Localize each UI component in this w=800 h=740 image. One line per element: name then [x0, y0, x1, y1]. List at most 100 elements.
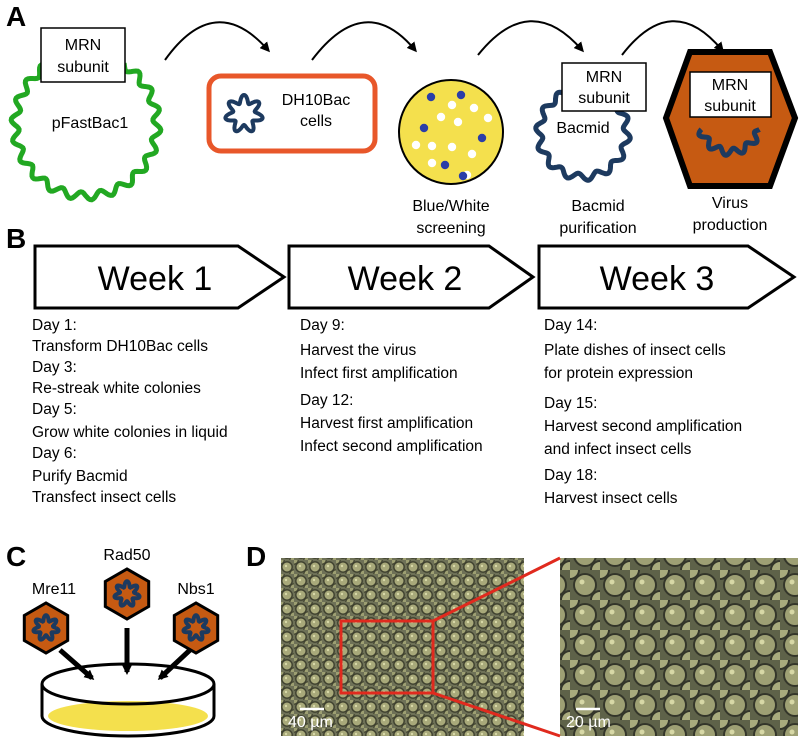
week-2-line: Day 12:	[300, 392, 353, 409]
petri-dish-rim	[40, 662, 216, 706]
cells-label-line1: DH10Bac	[282, 92, 350, 109]
panel-letter-d: D	[246, 541, 266, 572]
panel-letter-b: B	[6, 223, 26, 254]
week-3-line: Day 14:	[544, 317, 597, 334]
blue-colony	[440, 160, 450, 170]
week-2-title: Week 2	[348, 260, 463, 298]
plasmid-insert-line2: subunit	[57, 59, 109, 76]
petri-dish-medium	[48, 701, 208, 731]
week-1-arrow	[33, 244, 287, 310]
mrn-virus-icons	[22, 567, 220, 655]
week-3-line: for protein expression	[544, 365, 693, 382]
week-3-line: Harvest second amplification	[544, 418, 742, 435]
white-colony	[447, 142, 457, 152]
plasmid-insert-line1: MRN	[65, 37, 101, 54]
pfastbac1-plasmid	[8, 61, 164, 203]
virus-insert-line2: subunit	[704, 98, 756, 115]
week-2-line: Day 9:	[300, 317, 345, 334]
zoom-region-box	[339, 619, 435, 695]
week-2-line: Harvest the virus	[300, 342, 417, 359]
zoom-line-top	[432, 556, 561, 623]
virus-insert-line1: MRN	[712, 77, 748, 94]
scale-label-left: 40 µm	[288, 714, 333, 731]
virus-label-nbs1: Nbs1	[177, 581, 214, 598]
arrow-1	[164, 21, 270, 61]
bacmid-name: Bacmid	[556, 120, 609, 137]
white-colony	[411, 140, 421, 150]
week-3-line: Plate dishes of insect cells	[544, 342, 726, 359]
week-1-line: Purify Bacmid	[32, 468, 128, 485]
week-2-line: Harvest first amplification	[300, 415, 473, 432]
virus-caption-line1: Virus	[712, 195, 748, 212]
bacmid-insert-box	[561, 62, 647, 112]
bacmid-insert-line1: MRN	[586, 69, 622, 86]
virus-dna	[696, 127, 761, 158]
blue-colony	[456, 90, 466, 100]
virus-label-rad50: Rad50	[103, 547, 150, 564]
blue-colony	[458, 171, 468, 181]
virus-core-icon	[181, 613, 211, 642]
screening-line2: screening	[416, 220, 485, 237]
week-1-line: Day 6:	[32, 445, 77, 462]
week-1-line: Transfect insect cells	[32, 489, 176, 506]
white-colony	[453, 117, 463, 127]
virus-core-icon	[31, 613, 61, 642]
week-1-line: Day 3:	[32, 359, 77, 376]
week-3-arrow	[537, 244, 797, 310]
week-2-line: Infect first amplification	[300, 365, 458, 382]
panel-letter-c: C	[6, 541, 26, 572]
scale-label-right: 20 µm	[566, 714, 611, 731]
plasmid-name: pFastBac1	[52, 115, 129, 132]
virus-label-mre11: Mre11	[32, 581, 76, 598]
white-colony	[483, 113, 493, 123]
week-1-line: Grow white colonies in liquid	[32, 424, 228, 441]
white-colony	[467, 149, 477, 159]
zoom-line-bottom	[432, 691, 561, 738]
virus-icon-mre11	[22, 601, 70, 655]
week-1-line: Day 1:	[32, 317, 77, 334]
week-1-line: Transform DH10Bac cells	[32, 338, 208, 355]
week-3-title: Week 3	[600, 260, 715, 298]
week-2-line: Infect second amplification	[300, 438, 483, 455]
micrograph-low-mag	[281, 558, 524, 736]
plasmid-insert-box	[40, 27, 126, 83]
week-1-line: Re-streak white colonies	[32, 380, 201, 397]
blue-colony	[477, 133, 487, 143]
bacmid-insert-line2: subunit	[578, 90, 630, 107]
week-1-title: Week 1	[98, 260, 213, 298]
panel-letter-a: A	[6, 1, 26, 32]
white-colony	[436, 112, 446, 122]
white-colony	[427, 158, 437, 168]
week-3-line: Day 15:	[544, 395, 597, 412]
week-3-line: Harvest insect cells	[544, 490, 678, 507]
arrow-4	[621, 20, 724, 56]
virus-icon-nbs1	[172, 601, 220, 655]
virus-core-icon	[112, 579, 142, 608]
week-2-arrow	[287, 244, 536, 310]
bacmid-caption-line1: Bacmid	[571, 198, 624, 215]
bacmid-caption-line2: purification	[559, 220, 636, 237]
screening-line1: Blue/White	[412, 198, 489, 215]
virus-caption-line2: production	[693, 217, 768, 234]
screening-colonies	[411, 90, 493, 181]
week-3-line: and infect insect cells	[544, 441, 692, 458]
arrow-2	[311, 21, 417, 61]
arrow-3	[477, 20, 584, 56]
blue-colony	[426, 92, 436, 102]
white-colony	[447, 100, 457, 110]
week-1-line: Day 5:	[32, 401, 77, 418]
arrow-mre11	[58, 648, 95, 680]
white-colony	[427, 141, 437, 151]
virus-insert-box	[689, 71, 772, 118]
white-colony	[469, 103, 479, 113]
arrow-nbs1	[157, 648, 192, 681]
blue-colony	[419, 123, 429, 133]
week-3-line: Day 18:	[544, 467, 597, 484]
cells-label-line2: cells	[300, 113, 332, 130]
screening-plate	[398, 79, 504, 185]
micrograph-high-mag	[560, 558, 798, 736]
dh10bac-dna-icon	[223, 92, 265, 134]
bacmid-dna	[533, 89, 633, 183]
virus-icon-rad50	[103, 567, 151, 621]
